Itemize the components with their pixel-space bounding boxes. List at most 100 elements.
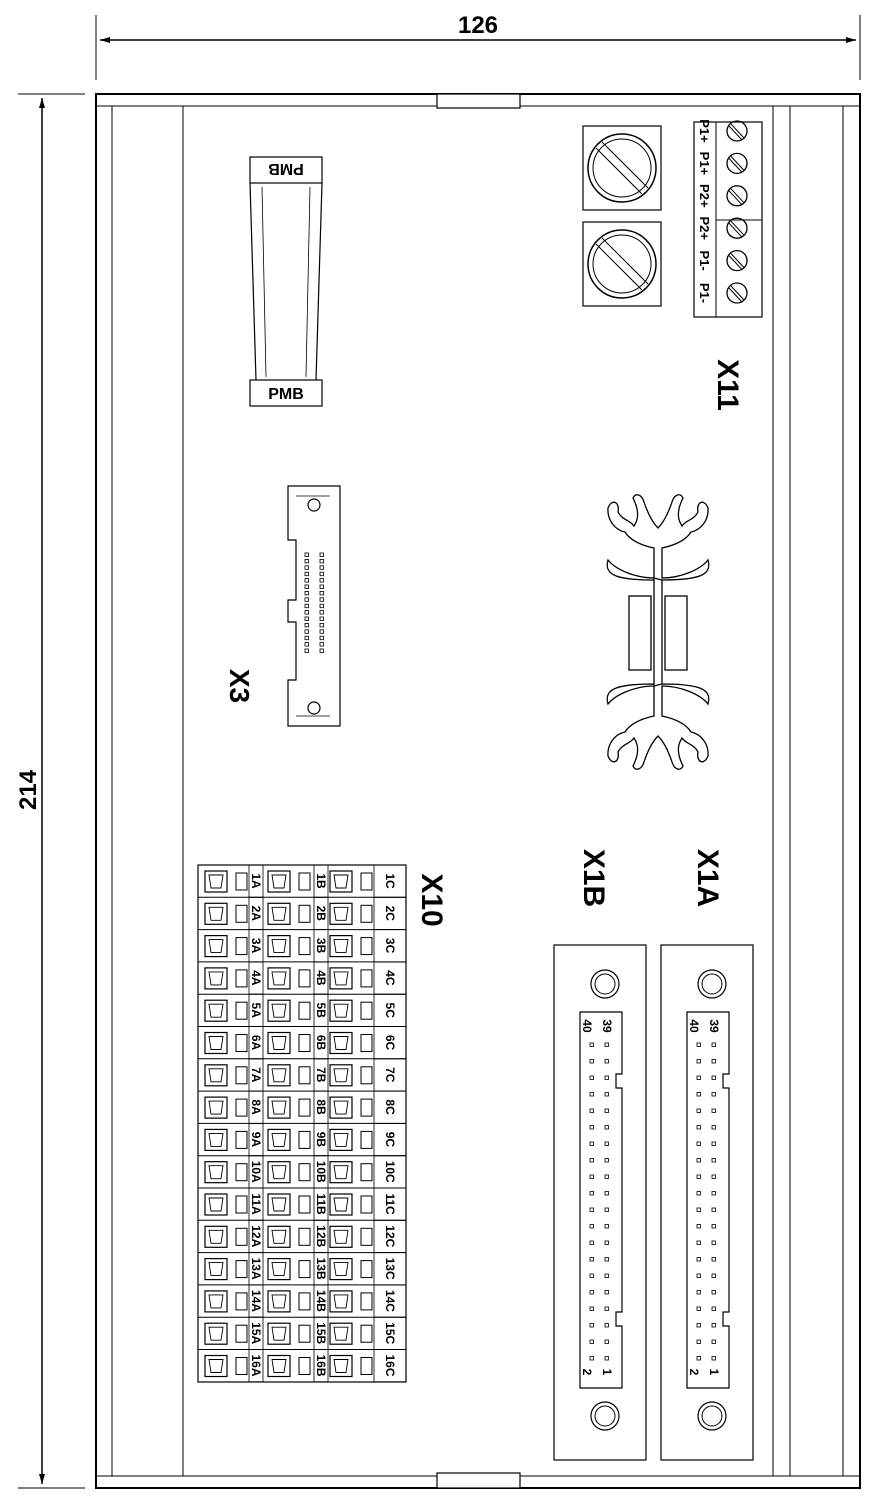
ribbon-pin	[604, 1191, 609, 1196]
x10-clamp[interactable]	[267, 967, 291, 990]
x10-clamp[interactable]	[329, 902, 353, 925]
x3-pin	[319, 597, 324, 602]
x10-clamp[interactable]	[204, 1161, 228, 1184]
x10-clamp[interactable]	[267, 999, 291, 1022]
x10-clamp[interactable]	[204, 1096, 228, 1119]
x10-terminal-label: 5A	[249, 1003, 263, 1019]
x11-terminal[interactable]	[726, 217, 748, 239]
x10-clamp[interactable]	[204, 1064, 228, 1087]
x11-terminal[interactable]	[726, 152, 748, 175]
x10-clamp[interactable]	[204, 967, 228, 990]
x10-clamp[interactable]	[329, 967, 353, 990]
ribbon-pin	[604, 1240, 609, 1245]
x11-terminal-label: P1+	[697, 119, 712, 143]
x10-clamp[interactable]	[329, 1193, 353, 1216]
x10-clamp[interactable]	[204, 934, 228, 958]
ribbon-pin	[589, 1323, 594, 1328]
x10-clamp[interactable]	[267, 1193, 291, 1216]
ribbon-pin	[604, 1323, 609, 1328]
x10-clamp[interactable]	[267, 870, 291, 893]
ribbon-pin	[696, 1323, 701, 1328]
x10-clamp[interactable]	[267, 1257, 291, 1281]
x10-clamp[interactable]	[267, 1322, 291, 1345]
x11-terminal[interactable]	[726, 249, 748, 272]
pin-40-label: 40	[687, 1019, 701, 1033]
ribbon-pin	[604, 1075, 609, 1080]
height-dimension: 214	[15, 93, 85, 1489]
x10-clamp[interactable]	[267, 1225, 291, 1248]
x10-clamp[interactable]	[204, 999, 228, 1022]
x10-clamp[interactable]	[204, 1257, 228, 1281]
x10-clamp[interactable]	[329, 1290, 353, 1313]
x10-clamp[interactable]	[267, 1290, 291, 1313]
potentiometer-bottom[interactable]	[582, 221, 662, 307]
x10-terminal-label: 4C	[383, 970, 397, 986]
x10-clamp[interactable]	[267, 1096, 291, 1119]
x3-pin	[319, 559, 324, 564]
x10-terminal-label: 8B	[314, 1099, 328, 1115]
ribbon-pin	[604, 1158, 609, 1163]
x3-pin	[304, 591, 309, 596]
ribbon-pin	[589, 1273, 594, 1278]
x10-clamp[interactable]	[204, 1193, 228, 1216]
x10-terminal-label: 5C	[383, 1003, 397, 1019]
x3-pin	[319, 552, 324, 557]
x10-clamp[interactable]	[267, 934, 291, 958]
x10-clamp[interactable]	[329, 1225, 353, 1248]
x10-clamp[interactable]	[267, 1128, 291, 1152]
x10-clamp[interactable]	[204, 1225, 228, 1248]
ribbon-pin	[696, 1174, 701, 1179]
x3-pin	[319, 629, 324, 634]
x10-clamp[interactable]	[204, 1354, 228, 1378]
ribbon-pin	[696, 1306, 701, 1311]
x10-clamp[interactable]	[204, 1031, 228, 1055]
x10-clamp[interactable]	[204, 1290, 228, 1313]
ribbon-pin	[589, 1092, 594, 1097]
x10-clamp[interactable]	[267, 1064, 291, 1087]
ribbon-pin	[711, 1042, 716, 1047]
x10-clamp[interactable]	[267, 1354, 291, 1378]
x10-terminal-label: 13A	[249, 1258, 263, 1280]
x10-clamp[interactable]	[267, 902, 291, 925]
pmb-connector: PMB PMB	[249, 156, 323, 407]
ribbon-pin	[696, 1290, 701, 1295]
x10-clamp[interactable]	[329, 1064, 353, 1087]
x10-clamp[interactable]	[329, 1322, 353, 1345]
x10-clamp[interactable]	[204, 1128, 228, 1152]
ribbon-pin	[604, 1125, 609, 1130]
x3-pin	[319, 565, 324, 570]
x10-clamp[interactable]	[329, 1354, 353, 1378]
x1a-label: X1A	[691, 849, 724, 907]
x10-clamp[interactable]	[267, 1031, 291, 1055]
ribbon-pin	[711, 1273, 716, 1278]
x10-clamp[interactable]	[267, 1161, 291, 1184]
x3-pin	[304, 603, 309, 609]
ribbon-pin	[589, 1059, 594, 1064]
x10-clamp[interactable]	[204, 870, 228, 893]
x3-label: X3	[224, 669, 255, 703]
x3-pin	[304, 597, 309, 602]
x10-clamp[interactable]	[329, 934, 353, 958]
x10-terminal-label: 4A	[249, 970, 263, 986]
x10-clamp[interactable]	[329, 870, 353, 893]
x10-clamp[interactable]	[329, 1257, 353, 1281]
pin-40-label: 40	[580, 1019, 594, 1033]
x10-terminal-label: 9C	[383, 1132, 397, 1148]
x10-clamp[interactable]	[329, 1096, 353, 1119]
x11-terminal[interactable]	[726, 120, 748, 142]
x10-clamp[interactable]	[329, 1031, 353, 1055]
x10-clamp[interactable]	[329, 1128, 353, 1152]
x10-clamp[interactable]	[329, 999, 353, 1022]
x10-clamp[interactable]	[204, 1322, 228, 1345]
potentiometer-top[interactable]	[582, 125, 662, 211]
x10-clamp[interactable]	[204, 902, 228, 925]
x10-clamp[interactable]	[329, 1161, 353, 1184]
x11-label: X11	[711, 359, 744, 411]
x11-terminal[interactable]	[726, 282, 748, 304]
x11-terminal[interactable]	[726, 185, 748, 207]
